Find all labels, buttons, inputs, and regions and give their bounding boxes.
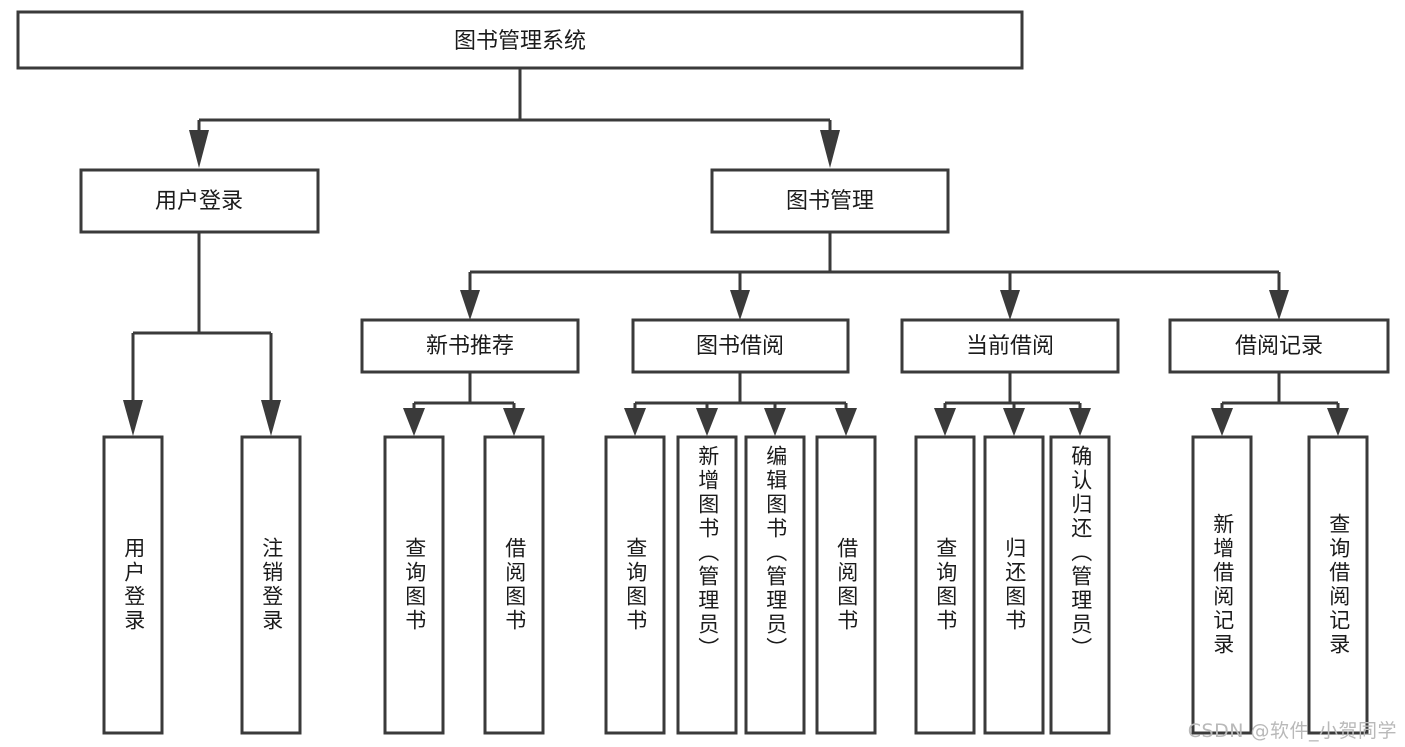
node-borrow-record-box[interactable] [1168,318,1390,374]
node-current-borrow[interactable]: 当前借阅 [900,318,1120,374]
node-book-manage-label: 图书管理 [786,189,874,214]
arrow-head-book-borrow-leaf-3 [764,408,786,436]
arrow-head-to-current-borrow [1000,290,1020,320]
arrow-head-to-book-borrow [730,290,750,320]
leaf-box-current-borrow-2[interactable] [983,435,1045,735]
leaf-box-book-borrow-4[interactable] [815,435,877,735]
arrow-head-new-book-leaf-2 [503,408,525,436]
watermark-text: CSDN @软件_小贺同学 [1187,720,1397,742]
arrow-head-user-login-leaf-2 [261,400,281,436]
arrow-head-to-book-manage [820,130,840,168]
leaf-box-book-borrow-2[interactable] [676,435,738,735]
node-user-login-label: 用户登录 [155,189,243,214]
arrow-head-user-login-leaf-1 [123,400,143,436]
arrow-head-current-borrow-leaf-3 [1069,408,1091,436]
arrow-head-to-borrow-record [1269,290,1289,320]
node-book-borrow[interactable]: 图书借阅 [631,318,850,374]
leaf-box-user-login-1[interactable] [102,435,164,735]
arrow-head-to-new-book [460,290,480,320]
leaf-box-new-book-2[interactable] [483,435,545,735]
node-new-book-recommend-label: 新书推荐 [426,334,514,359]
arrow-head-current-borrow-leaf-2 [1003,408,1025,436]
arrow-head-borrow-record-leaf-1 [1211,408,1233,436]
node-book-borrow-box[interactable] [631,318,850,374]
leaf-box-book-borrow-3[interactable] [744,435,806,735]
arrow-head-book-borrow-leaf-4 [835,408,857,436]
node-user-login[interactable]: 用户登录 [79,168,320,234]
arrow-head-current-borrow-leaf-1 [934,408,956,436]
node-root[interactable]: 图书管理系统 [16,10,1024,70]
arrow-head-book-borrow-leaf-1 [624,408,646,436]
node-book-borrow-label: 图书借阅 [696,334,784,359]
arrow-head-book-borrow-leaf-2 [696,408,718,436]
node-book-manage[interactable]: 图书管理 [710,168,950,234]
arrow-head-to-user-login [189,130,209,168]
node-current-borrow-box[interactable] [900,318,1120,374]
leaf-box-book-borrow-1[interactable] [604,435,666,735]
leaf-box-new-book-1[interactable] [383,435,445,735]
node-borrow-record[interactable]: 借阅记录 [1168,318,1390,374]
leaf-box-borrow-record-2[interactable] [1307,435,1369,735]
node-new-book-recommend-box[interactable] [360,318,580,374]
leaf-box-user-login-2[interactable] [240,435,302,735]
node-root-label: 图书管理系统 [454,29,586,54]
leaf-box-current-borrow-3[interactable] [1049,435,1111,735]
node-root-box[interactable] [16,10,1024,70]
arrow-head-new-book-leaf-1 [403,408,425,436]
node-borrow-record-label: 借阅记录 [1235,334,1323,359]
node-current-borrow-label: 当前借阅 [966,334,1054,359]
arrow-head-borrow-record-leaf-2 [1327,408,1349,436]
leaf-box-current-borrow-1[interactable] [914,435,976,735]
node-book-manage-box[interactable] [710,168,950,234]
leaf-box-borrow-record-1[interactable] [1191,435,1253,735]
node-new-book-recommend[interactable]: 新书推荐 [360,318,580,374]
